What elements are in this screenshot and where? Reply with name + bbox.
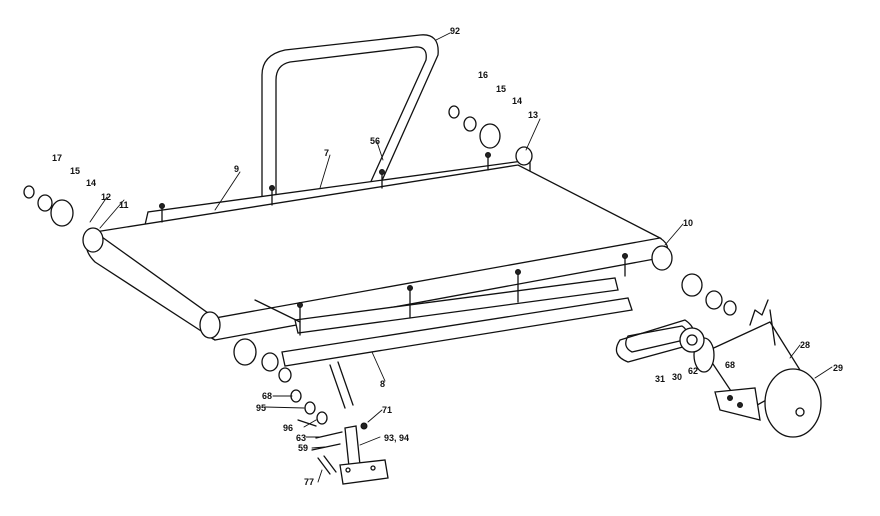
deck-bolts xyxy=(159,152,491,223)
leader-lines xyxy=(89,32,833,483)
callout-16: 16 xyxy=(478,70,488,80)
callout-15-left: 15 xyxy=(70,166,80,176)
callout-68-right: 68 xyxy=(725,360,735,370)
callout-92: 92 xyxy=(450,26,460,36)
callout-29: 29 xyxy=(833,363,843,373)
callout-62: 62 xyxy=(688,366,698,376)
rear-roller-right xyxy=(448,105,533,166)
callout-56: 56 xyxy=(370,136,380,146)
callout-95: 95 xyxy=(256,403,266,413)
callouts: 92 16 15 14 13 56 7 9 17 15 14 12 11 10 … xyxy=(52,26,843,487)
callout-71: 71 xyxy=(382,405,392,415)
callout-11: 11 xyxy=(119,200,129,210)
drive-belt xyxy=(615,319,705,363)
callout-8: 8 xyxy=(380,379,385,389)
callout-59: 59 xyxy=(298,443,308,453)
incline-post xyxy=(339,425,389,485)
callout-96: 96 xyxy=(283,423,293,433)
callout-77: 77 xyxy=(304,477,314,487)
callout-14-right: 14 xyxy=(512,96,522,106)
motor-bracket xyxy=(714,387,761,421)
callout-63: 63 xyxy=(296,433,306,443)
rear-roller-left xyxy=(23,185,104,253)
callout-30: 30 xyxy=(672,372,682,382)
callout-15-right: 15 xyxy=(496,84,506,94)
callout-31: 31 xyxy=(655,374,665,384)
callout-28: 28 xyxy=(800,340,810,350)
handle-frame xyxy=(261,34,439,201)
callout-7: 7 xyxy=(324,148,329,158)
front-lower-rollers xyxy=(199,311,292,383)
callout-17: 17 xyxy=(52,153,62,163)
callout-12: 12 xyxy=(101,192,111,202)
lower-frame xyxy=(254,253,633,409)
callout-9: 9 xyxy=(234,164,239,174)
callout-14-left: 14 xyxy=(86,178,96,188)
callout-10: 10 xyxy=(683,218,693,228)
front-roller xyxy=(651,245,737,316)
callout-68-left: 68 xyxy=(262,391,272,401)
callout-93-94: 93, 94 xyxy=(384,433,409,443)
callout-13: 13 xyxy=(528,110,538,120)
